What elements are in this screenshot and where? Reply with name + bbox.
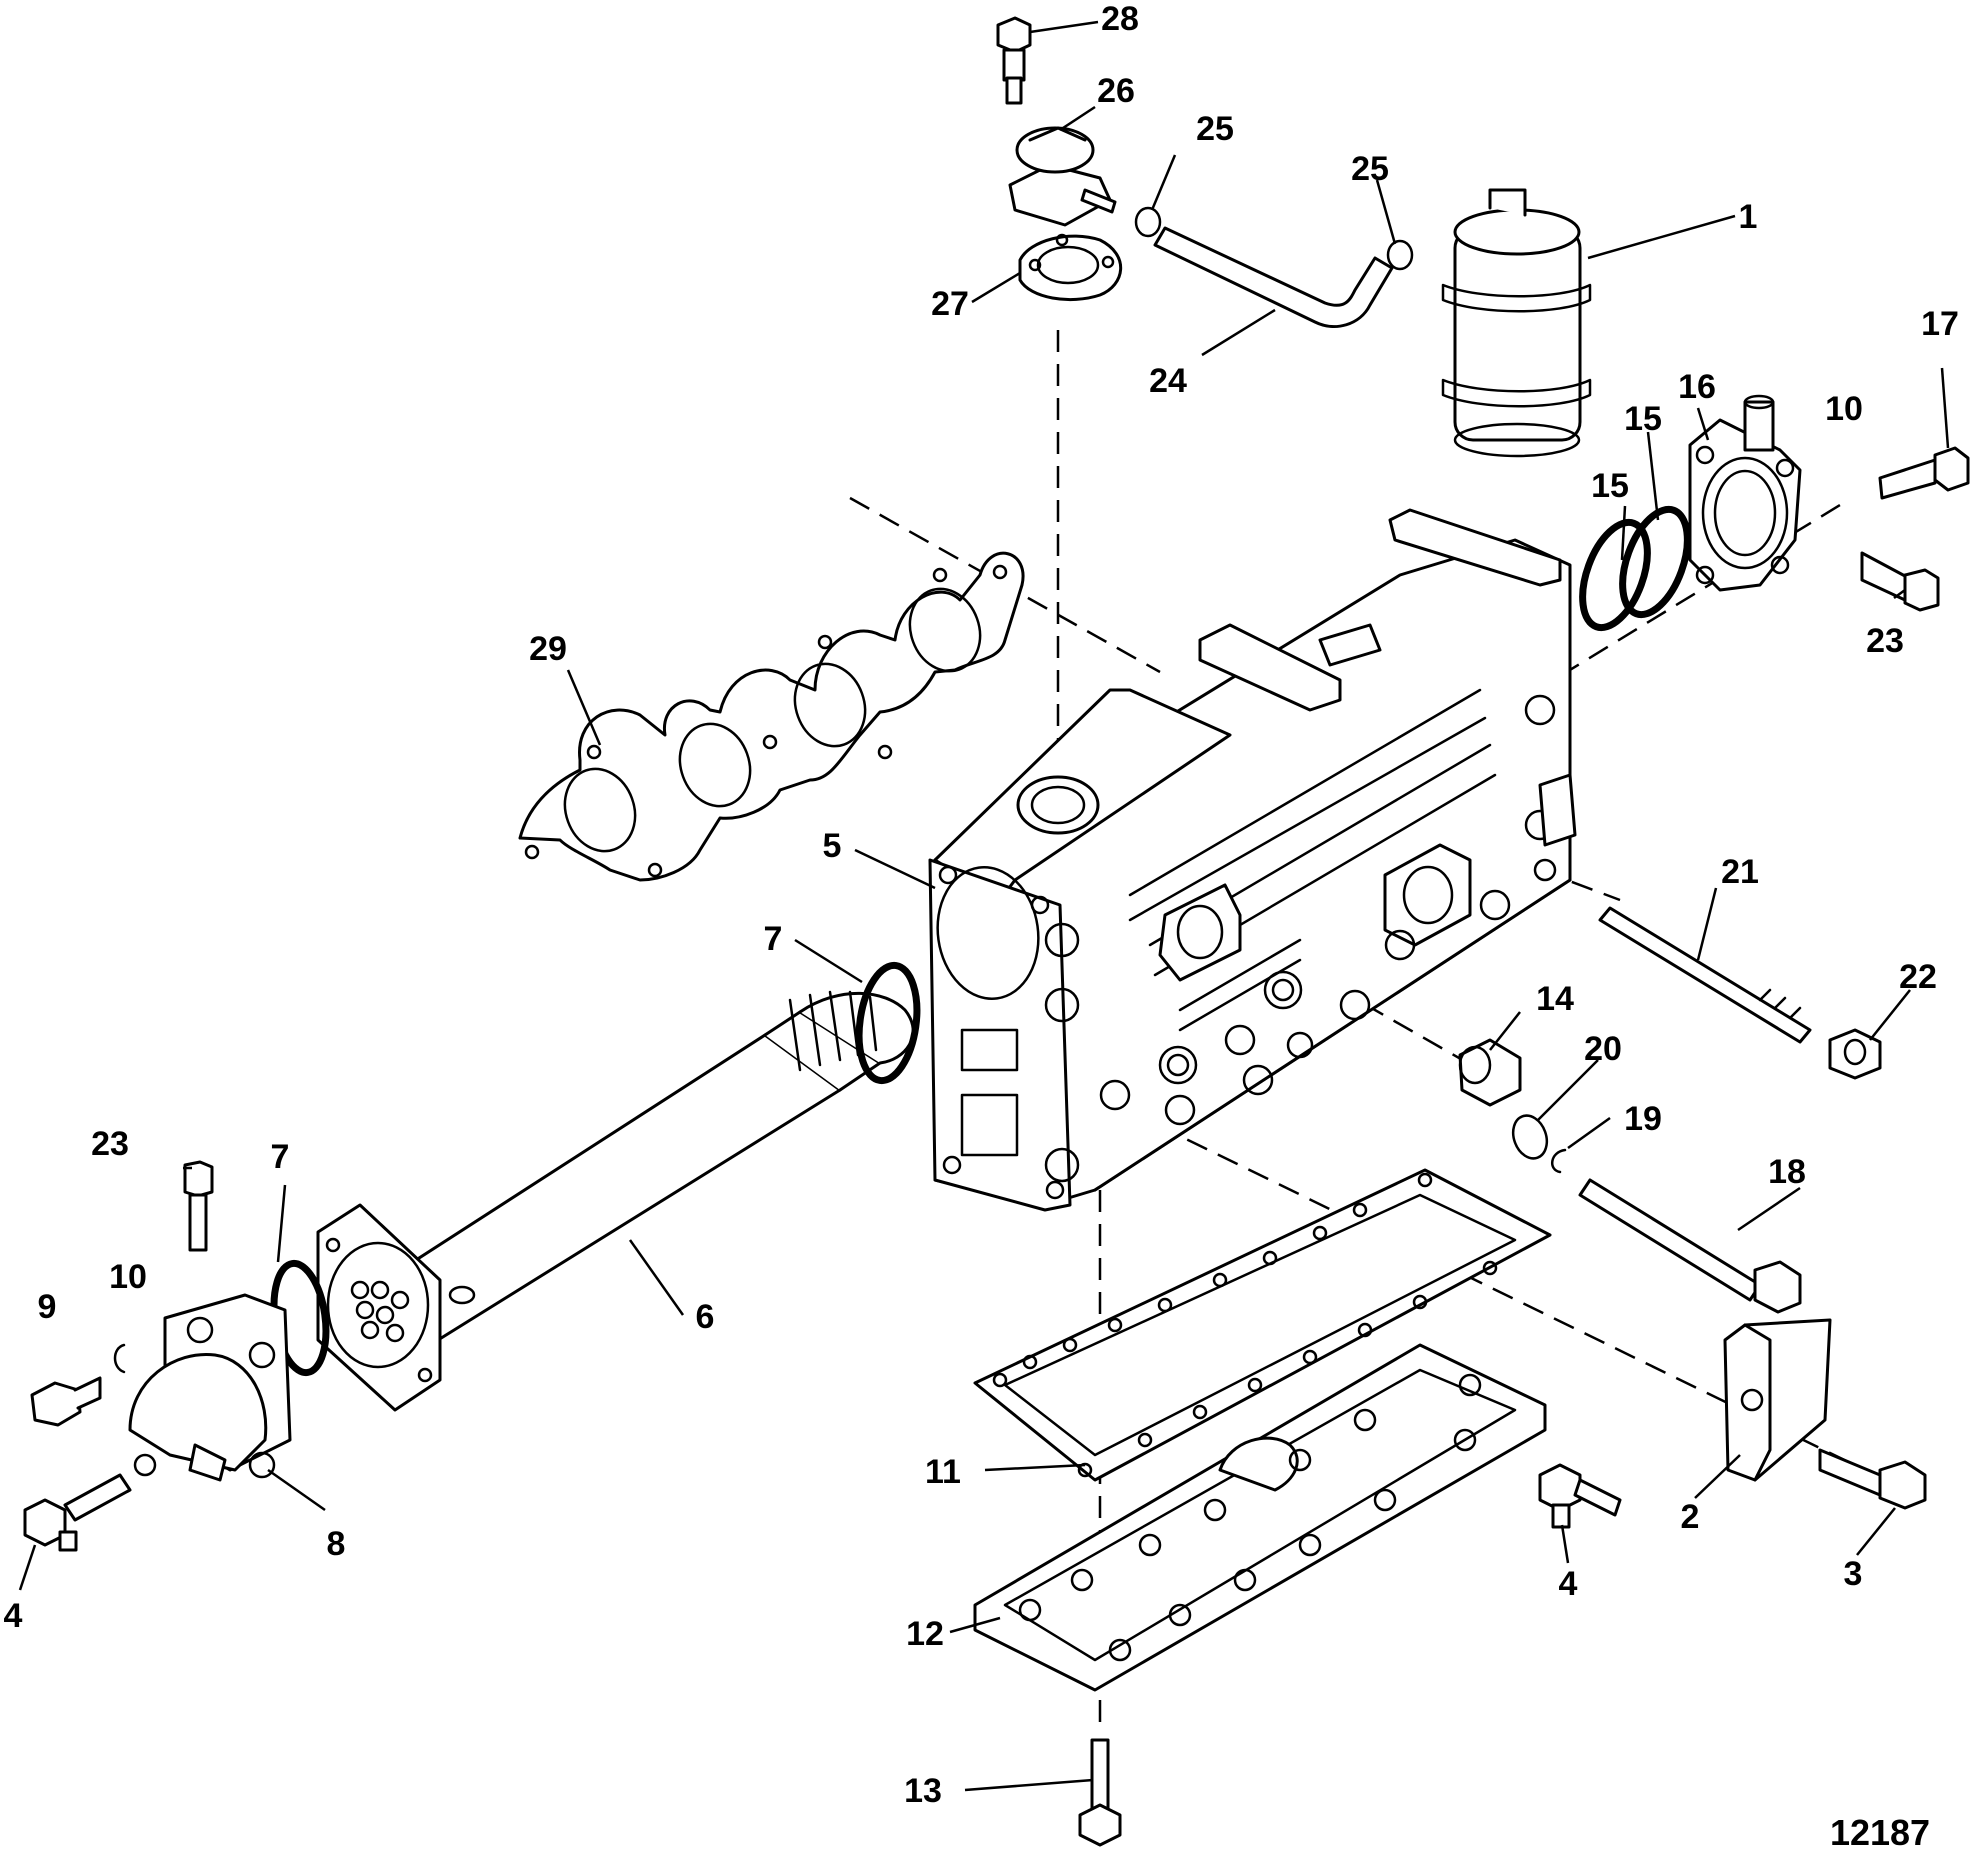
callout-1: 1 [1739, 198, 1758, 236]
callout-4a: 4 [4, 1597, 23, 1635]
callout-labels: 1 2 3 4 4 5 6 7 7 8 9 10 10 11 12 13 14 … [4, 0, 1959, 1810]
callout-17: 17 [1921, 305, 1959, 343]
callout-12: 12 [906, 1615, 944, 1653]
callout-15b: 15 [1624, 400, 1662, 438]
callout-27: 27 [931, 285, 969, 323]
callout-24: 24 [1149, 362, 1187, 400]
callout-6: 6 [696, 1298, 715, 1336]
part-26-cap [1008, 126, 1117, 227]
part-27-gasket [1018, 233, 1123, 302]
callout-29: 29 [529, 630, 567, 668]
callout-7a: 7 [764, 920, 783, 958]
leader-lines [18, 20, 1950, 1792]
part-4-fittings [23, 1463, 1622, 1552]
part-1-canister [1441, 188, 1592, 458]
callout-14: 14 [1536, 980, 1574, 1018]
part-3-bolt [1818, 1448, 1927, 1510]
callout-10a: 10 [109, 1258, 147, 1296]
part-14-plug [1458, 1038, 1522, 1107]
callout-23b: 23 [1866, 622, 1904, 660]
part-12-cover-plate [973, 1343, 1547, 1692]
part-29-manifold-gasket [518, 551, 1025, 882]
part-8-end-cover [128, 1293, 292, 1482]
callout-26: 26 [1097, 72, 1135, 110]
part-18-bolt [1578, 1178, 1802, 1314]
part-15-o-rings [1579, 505, 1691, 632]
callout-11: 11 [925, 1453, 961, 1491]
callout-28: 28 [1101, 0, 1139, 38]
callout-2: 2 [1681, 1498, 1700, 1536]
part-28-bolt [996, 16, 1032, 105]
callout-16: 16 [1678, 368, 1716, 406]
callout-8: 8 [327, 1525, 346, 1563]
part-9-bolt [30, 1376, 102, 1427]
callout-15a: 15 [1591, 467, 1629, 505]
callout-22: 22 [1899, 958, 1937, 996]
figure-reference-number: 12187 [1830, 1812, 1930, 1853]
callout-19: 19 [1624, 1100, 1662, 1138]
part-11-gasket [973, 1168, 1552, 1482]
part-2-bracket [1723, 1318, 1832, 1482]
callout-9: 9 [38, 1288, 57, 1326]
callout-20: 20 [1584, 1030, 1622, 1068]
callout-23a: 23 [91, 1125, 129, 1163]
part-24-hose [1153, 226, 1394, 328]
part-5-exhaust-manifold [928, 508, 1577, 1212]
part-21-stud [1598, 906, 1812, 1044]
callout-18: 18 [1768, 1153, 1806, 1191]
callout-4b: 4 [1559, 1565, 1578, 1603]
part-13-screw [1078, 1738, 1122, 1847]
callout-5: 5 [823, 827, 842, 865]
callout-13: 13 [904, 1772, 942, 1810]
callout-25b: 25 [1351, 150, 1389, 188]
part-22-nut [1828, 1028, 1882, 1080]
part-17-bolt [1878, 446, 1970, 500]
callout-21: 21 [1721, 853, 1759, 891]
part-19-retaining-ring [1551, 1148, 1567, 1174]
callout-10b: 10 [1825, 390, 1863, 428]
callout-25a: 25 [1196, 110, 1234, 148]
part-6-cooler-tube [316, 990, 915, 1412]
part-23-bolts [183, 551, 1940, 1252]
callout-7b: 7 [271, 1138, 290, 1176]
part-25-clamps [1134, 206, 1414, 271]
part-16-housing [1688, 394, 1802, 592]
callout-3: 3 [1844, 1555, 1863, 1593]
part-20-washer [1511, 1114, 1549, 1160]
